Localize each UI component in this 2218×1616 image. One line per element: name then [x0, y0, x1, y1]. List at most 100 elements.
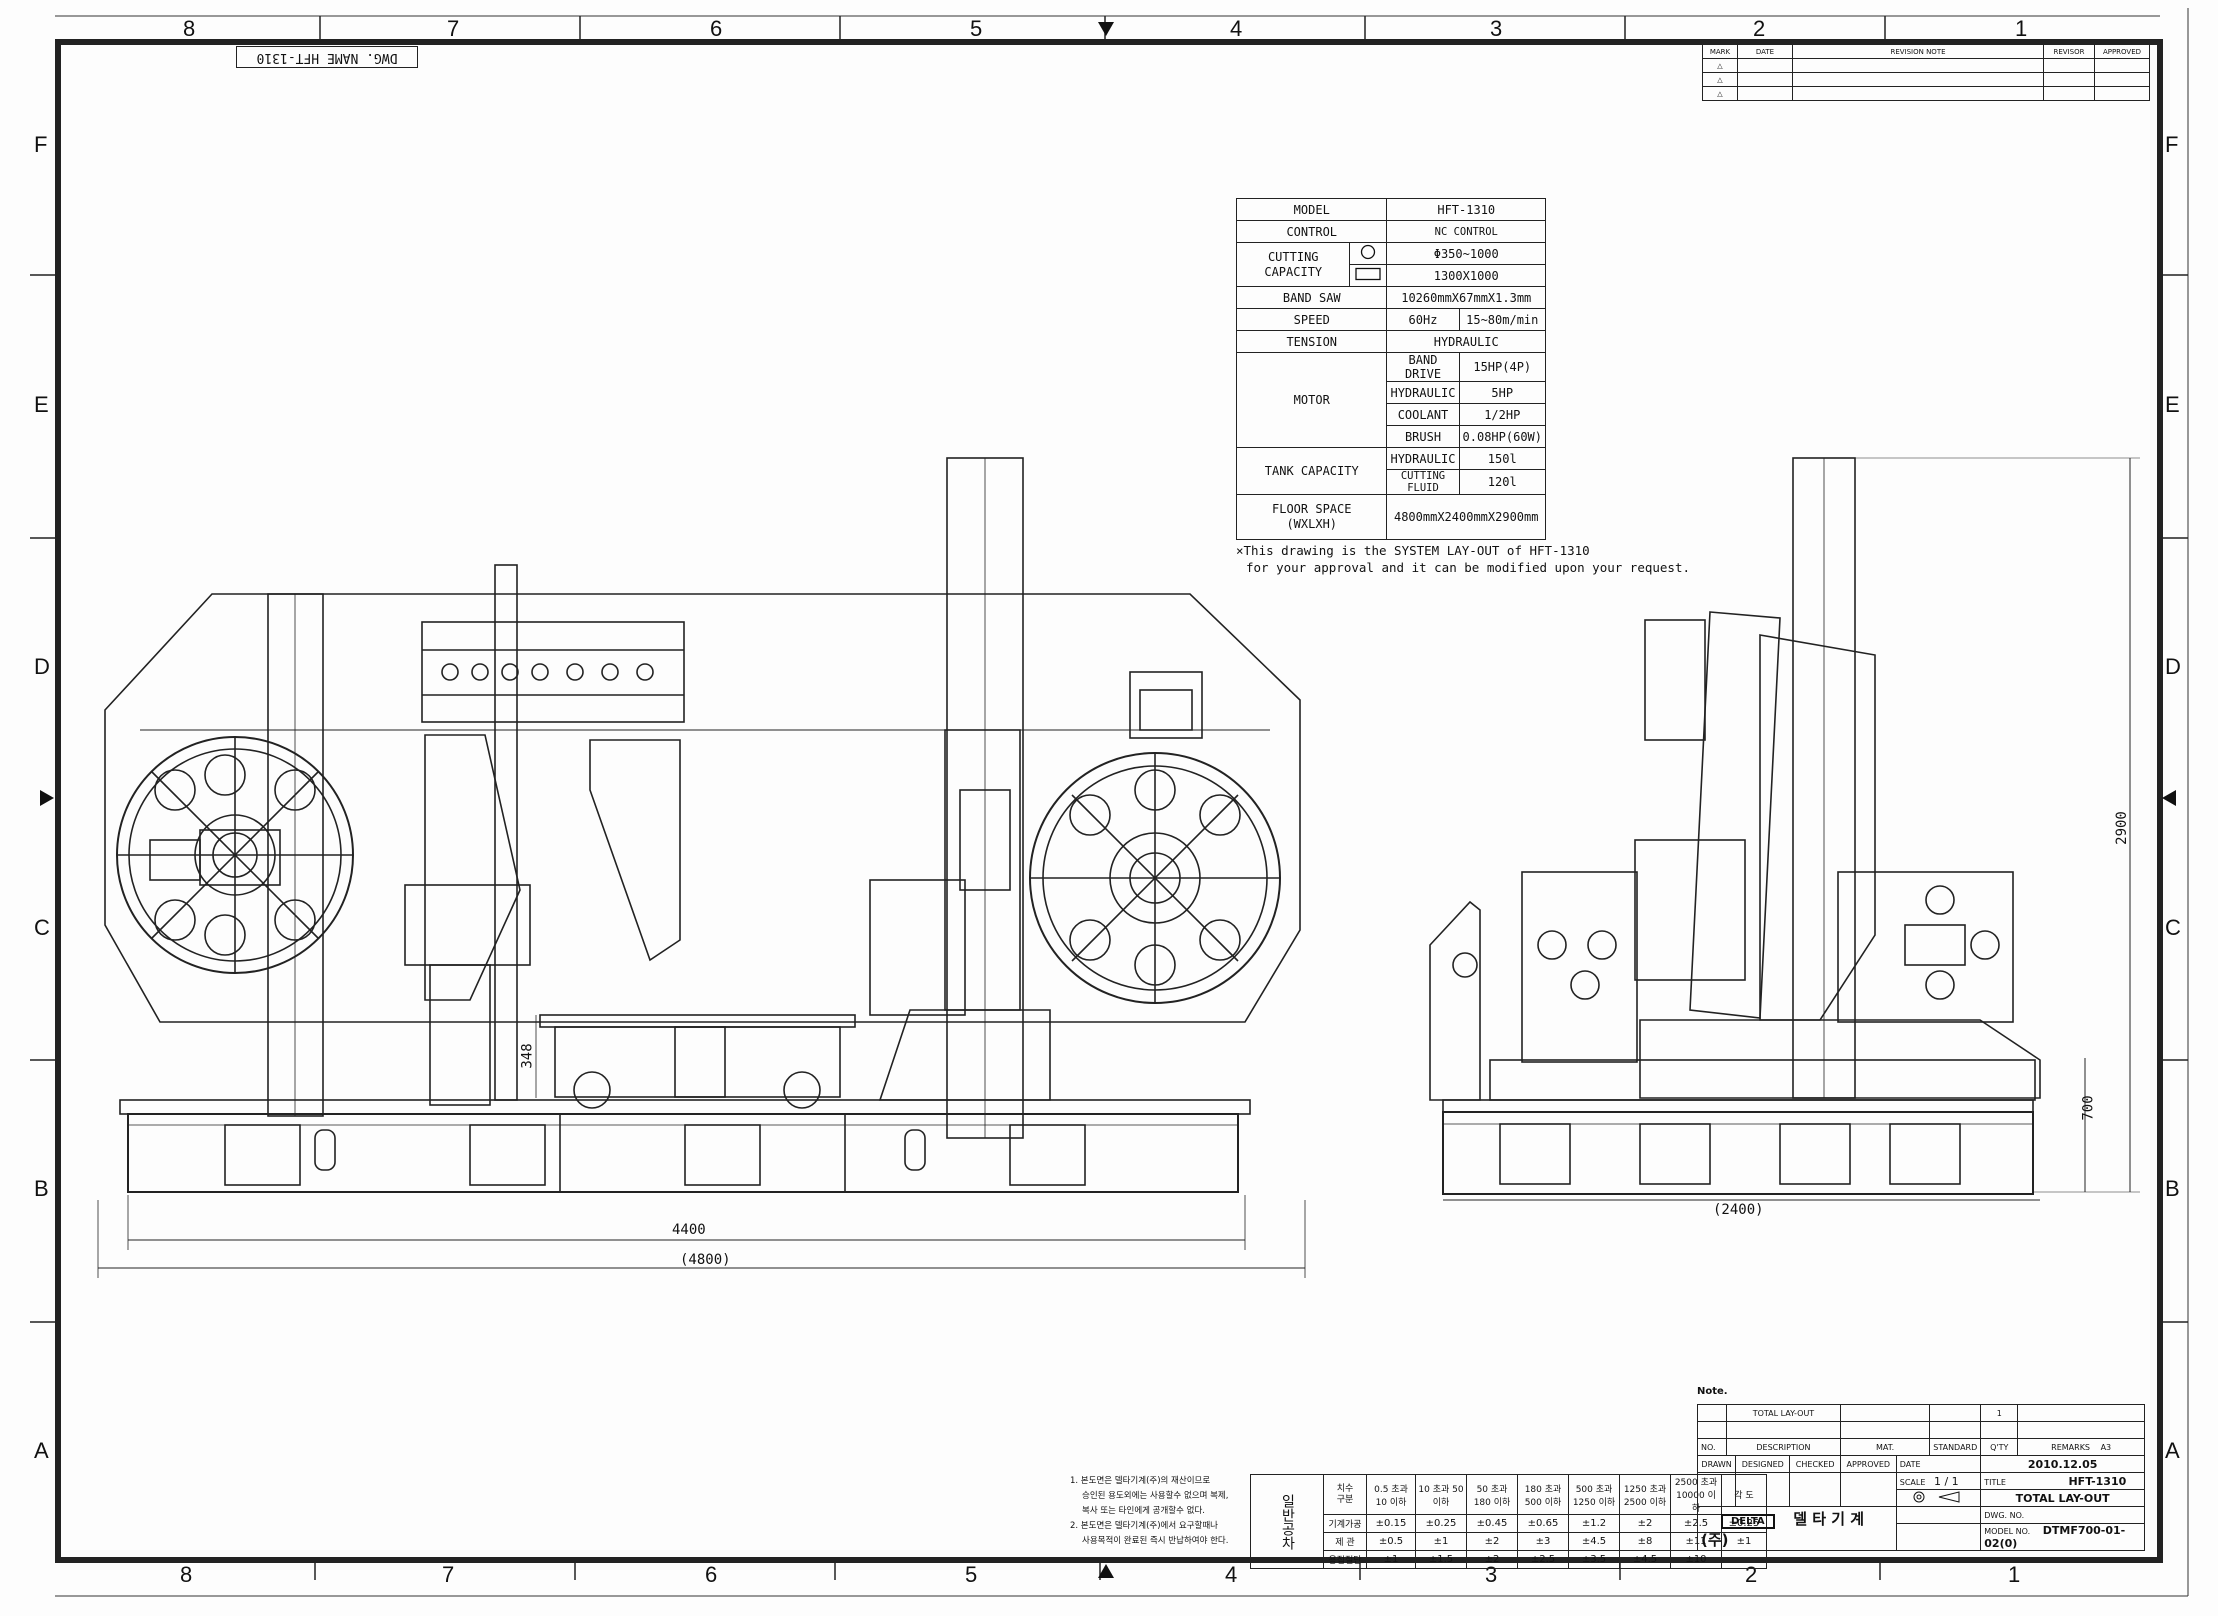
tolerance-cell: ±1	[1415, 1532, 1467, 1551]
spec-cutting-round: Φ350~1000	[1386, 242, 1546, 265]
zone-col-6-bottom: 6	[705, 1562, 718, 1587]
tolerance-cell: ±2	[1466, 1532, 1518, 1551]
tb-modelno-cell: MODEL NO. DTMF700-01-02(0)	[1980, 1523, 2145, 1551]
zone-row-B-right: B	[2165, 1176, 2180, 1201]
spec-control-label: CONTROL	[1235, 220, 1388, 243]
tb-h-modelno: MODEL NO.	[1984, 1527, 2031, 1536]
zone-row-B: B	[34, 1176, 49, 1201]
tb-h-scale: SCALE	[1899, 1477, 1926, 1487]
spec-motor-value: 15HP(4P)	[1458, 352, 1547, 382]
zone-col-4: 4	[1230, 16, 1243, 41]
tb-h-approved: APPROVED	[1839, 1455, 1897, 1473]
dim-side-base: 700	[2080, 1095, 2097, 1121]
tb-h-title: TITLE	[1984, 1477, 2006, 1487]
korean-note-line: 사용목적이 완료된 즉시 반납하여야 한다.	[1082, 1536, 1229, 1546]
spec-floor-label: FLOOR SPACE (WXLXH)	[1235, 494, 1388, 540]
delta-logo: DELTA	[1721, 1513, 1775, 1529]
tolerance-cell: ±8	[1619, 1532, 1671, 1551]
tb-scale-value: 1 / 1	[1933, 1474, 1959, 1488]
korean-notes: 1. 본도면은 델타기계(주)의 재산이므로 승인된 용도외에는 사용할수 없으…	[1070, 1474, 1228, 1549]
zone-row-A-right: A	[2165, 1438, 2180, 1463]
tolerance-row-name: 제 관	[1323, 1532, 1367, 1551]
spec-tank-value: 120l	[1458, 469, 1547, 495]
spec-cutting-label-2: CAPACITY	[1264, 264, 1323, 279]
tolerance-cell: ±1	[1366, 1550, 1416, 1569]
tb-model-no: DTMF700-01-02(0)	[1984, 1524, 2126, 1550]
dim-front-width: 4400	[672, 1222, 706, 1238]
system-note-line2: for your approval and it can be modified…	[1246, 560, 1691, 575]
spec-motor-label: MOTOR	[1235, 352, 1388, 448]
tolerance-range: 1250 초과 2500 이하	[1619, 1474, 1671, 1515]
tb-title-2: TOTAL LAY-OUT	[1980, 1489, 2145, 1507]
tb-title-1: HFT-1310	[2068, 1474, 2127, 1488]
spec-floor-value: 4800mmX2400mmX2900mm	[1386, 494, 1546, 540]
projection-symbol-icon	[1895, 1489, 1982, 1507]
tb-h-checked: CHECKED	[1789, 1455, 1841, 1473]
dim-front-height: 348	[519, 1043, 536, 1069]
tolerance-header-dim: 치수	[1336, 1483, 1354, 1494]
tb-h-drawn: DRAWN	[1696, 1455, 1737, 1473]
tb-h-remarks-label: REMARKS	[2051, 1442, 2091, 1452]
tolerance-side-label: 일반공차	[1250, 1474, 1324, 1569]
korean-note-line: 2. 본도면은 델타기계(주)에서 요구할때나	[1070, 1521, 1218, 1531]
tolerance-range: 50 초과 180 이하	[1466, 1474, 1518, 1515]
spec-floor-label-2: (WXLXH)	[1286, 517, 1338, 531]
tb-h-std: STANDARD	[1929, 1438, 1982, 1456]
spec-motor-name: COOLANT	[1386, 403, 1460, 426]
tb-company: DELTA 델 타 기 계 (주)	[1697, 1506, 1897, 1551]
revision-table: MARK DATE REVISION NOTE REVISOR APPROVED…	[1702, 44, 2150, 101]
zone-row-D-right: D	[2165, 654, 2181, 679]
tolerance-header-label: 치수 구분	[1323, 1474, 1367, 1515]
korean-note-line: 승인된 용도외에는 사용할수 없으며 복제,	[1082, 1491, 1229, 1501]
zone-row-C-right: C	[2165, 915, 2181, 940]
zone-row-C: C	[34, 915, 50, 940]
zone-col-5-bottom: 5	[965, 1562, 978, 1587]
tolerance-cell: ±3.5	[1568, 1550, 1620, 1569]
tolerance-cell: ±0.5	[1366, 1532, 1416, 1551]
korean-note-line: 1. 본도면은 델타기계(주)의 재산이므로	[1070, 1476, 1211, 1486]
tolerance-cell: ±2	[1466, 1550, 1518, 1569]
tolerance-cell: ±2	[1619, 1514, 1671, 1533]
tolerance-cell: ±4.5	[1619, 1550, 1671, 1569]
spec-speed-label: SPEED	[1235, 308, 1388, 331]
tb-h-date: DATE	[1895, 1455, 1982, 1473]
tb-scale: SCALE 1 / 1	[1895, 1472, 1982, 1490]
spec-cutting-label-1: CUTTING	[1267, 249, 1319, 264]
zone-col-8: 8	[183, 16, 196, 41]
zone-col-1: 1	[2015, 16, 2028, 41]
tolerance-cell: ±0.25	[1415, 1514, 1467, 1533]
tolerance-cell: ±3	[1517, 1532, 1569, 1551]
spec-floor-label-1: FLOOR SPACE	[1272, 502, 1352, 516]
tb-h-no: NO.	[1697, 1438, 1727, 1456]
tolerance-cell: ±0.45	[1466, 1514, 1518, 1533]
tolerance-range: 500 초과 1250 이하	[1568, 1474, 1620, 1515]
zone-row-F: F	[34, 132, 48, 157]
tolerance-range: 180 초과 500 이하	[1517, 1474, 1569, 1515]
tolerance-cell: ±1.5	[1415, 1550, 1467, 1569]
zone-col-3: 3	[1490, 16, 1503, 41]
tb-title-cell: TITLE HFT-1310	[1980, 1472, 2145, 1490]
zone-col-1-bottom: 1	[2008, 1562, 2021, 1587]
spec-table: MODEL HFT-1310 CONTROL NC CONTROL CUTTIN…	[1235, 198, 1547, 540]
dim-front-total: (4800)	[680, 1252, 731, 1268]
zone-col-7-bottom: 7	[442, 1562, 455, 1587]
tolerance-cell: ±0.65	[1517, 1514, 1569, 1533]
zone-row-A: A	[34, 1438, 49, 1463]
zone-col-8-bottom: 8	[180, 1562, 193, 1587]
tb-h-size: A3	[2100, 1442, 2112, 1452]
zone-col-7: 7	[447, 16, 460, 41]
tolerance-cell	[1721, 1550, 1767, 1569]
tb-h-desc: DESCRIPTION	[1726, 1438, 1841, 1456]
zone-row-D: D	[34, 654, 50, 679]
zone-row-E-right: E	[2165, 392, 2180, 417]
dim-side-height: 2900	[2113, 811, 2130, 845]
zone-col-5: 5	[970, 16, 983, 41]
zone-row-F-right: F	[2165, 132, 2179, 157]
spec-tension-value: HYDRAULIC	[1386, 330, 1546, 353]
tolerance-row-name: 기계가공	[1323, 1514, 1367, 1533]
spec-speed-value: 15~80m/min	[1458, 308, 1547, 331]
tb-h-designed: DESIGNED	[1735, 1455, 1791, 1473]
